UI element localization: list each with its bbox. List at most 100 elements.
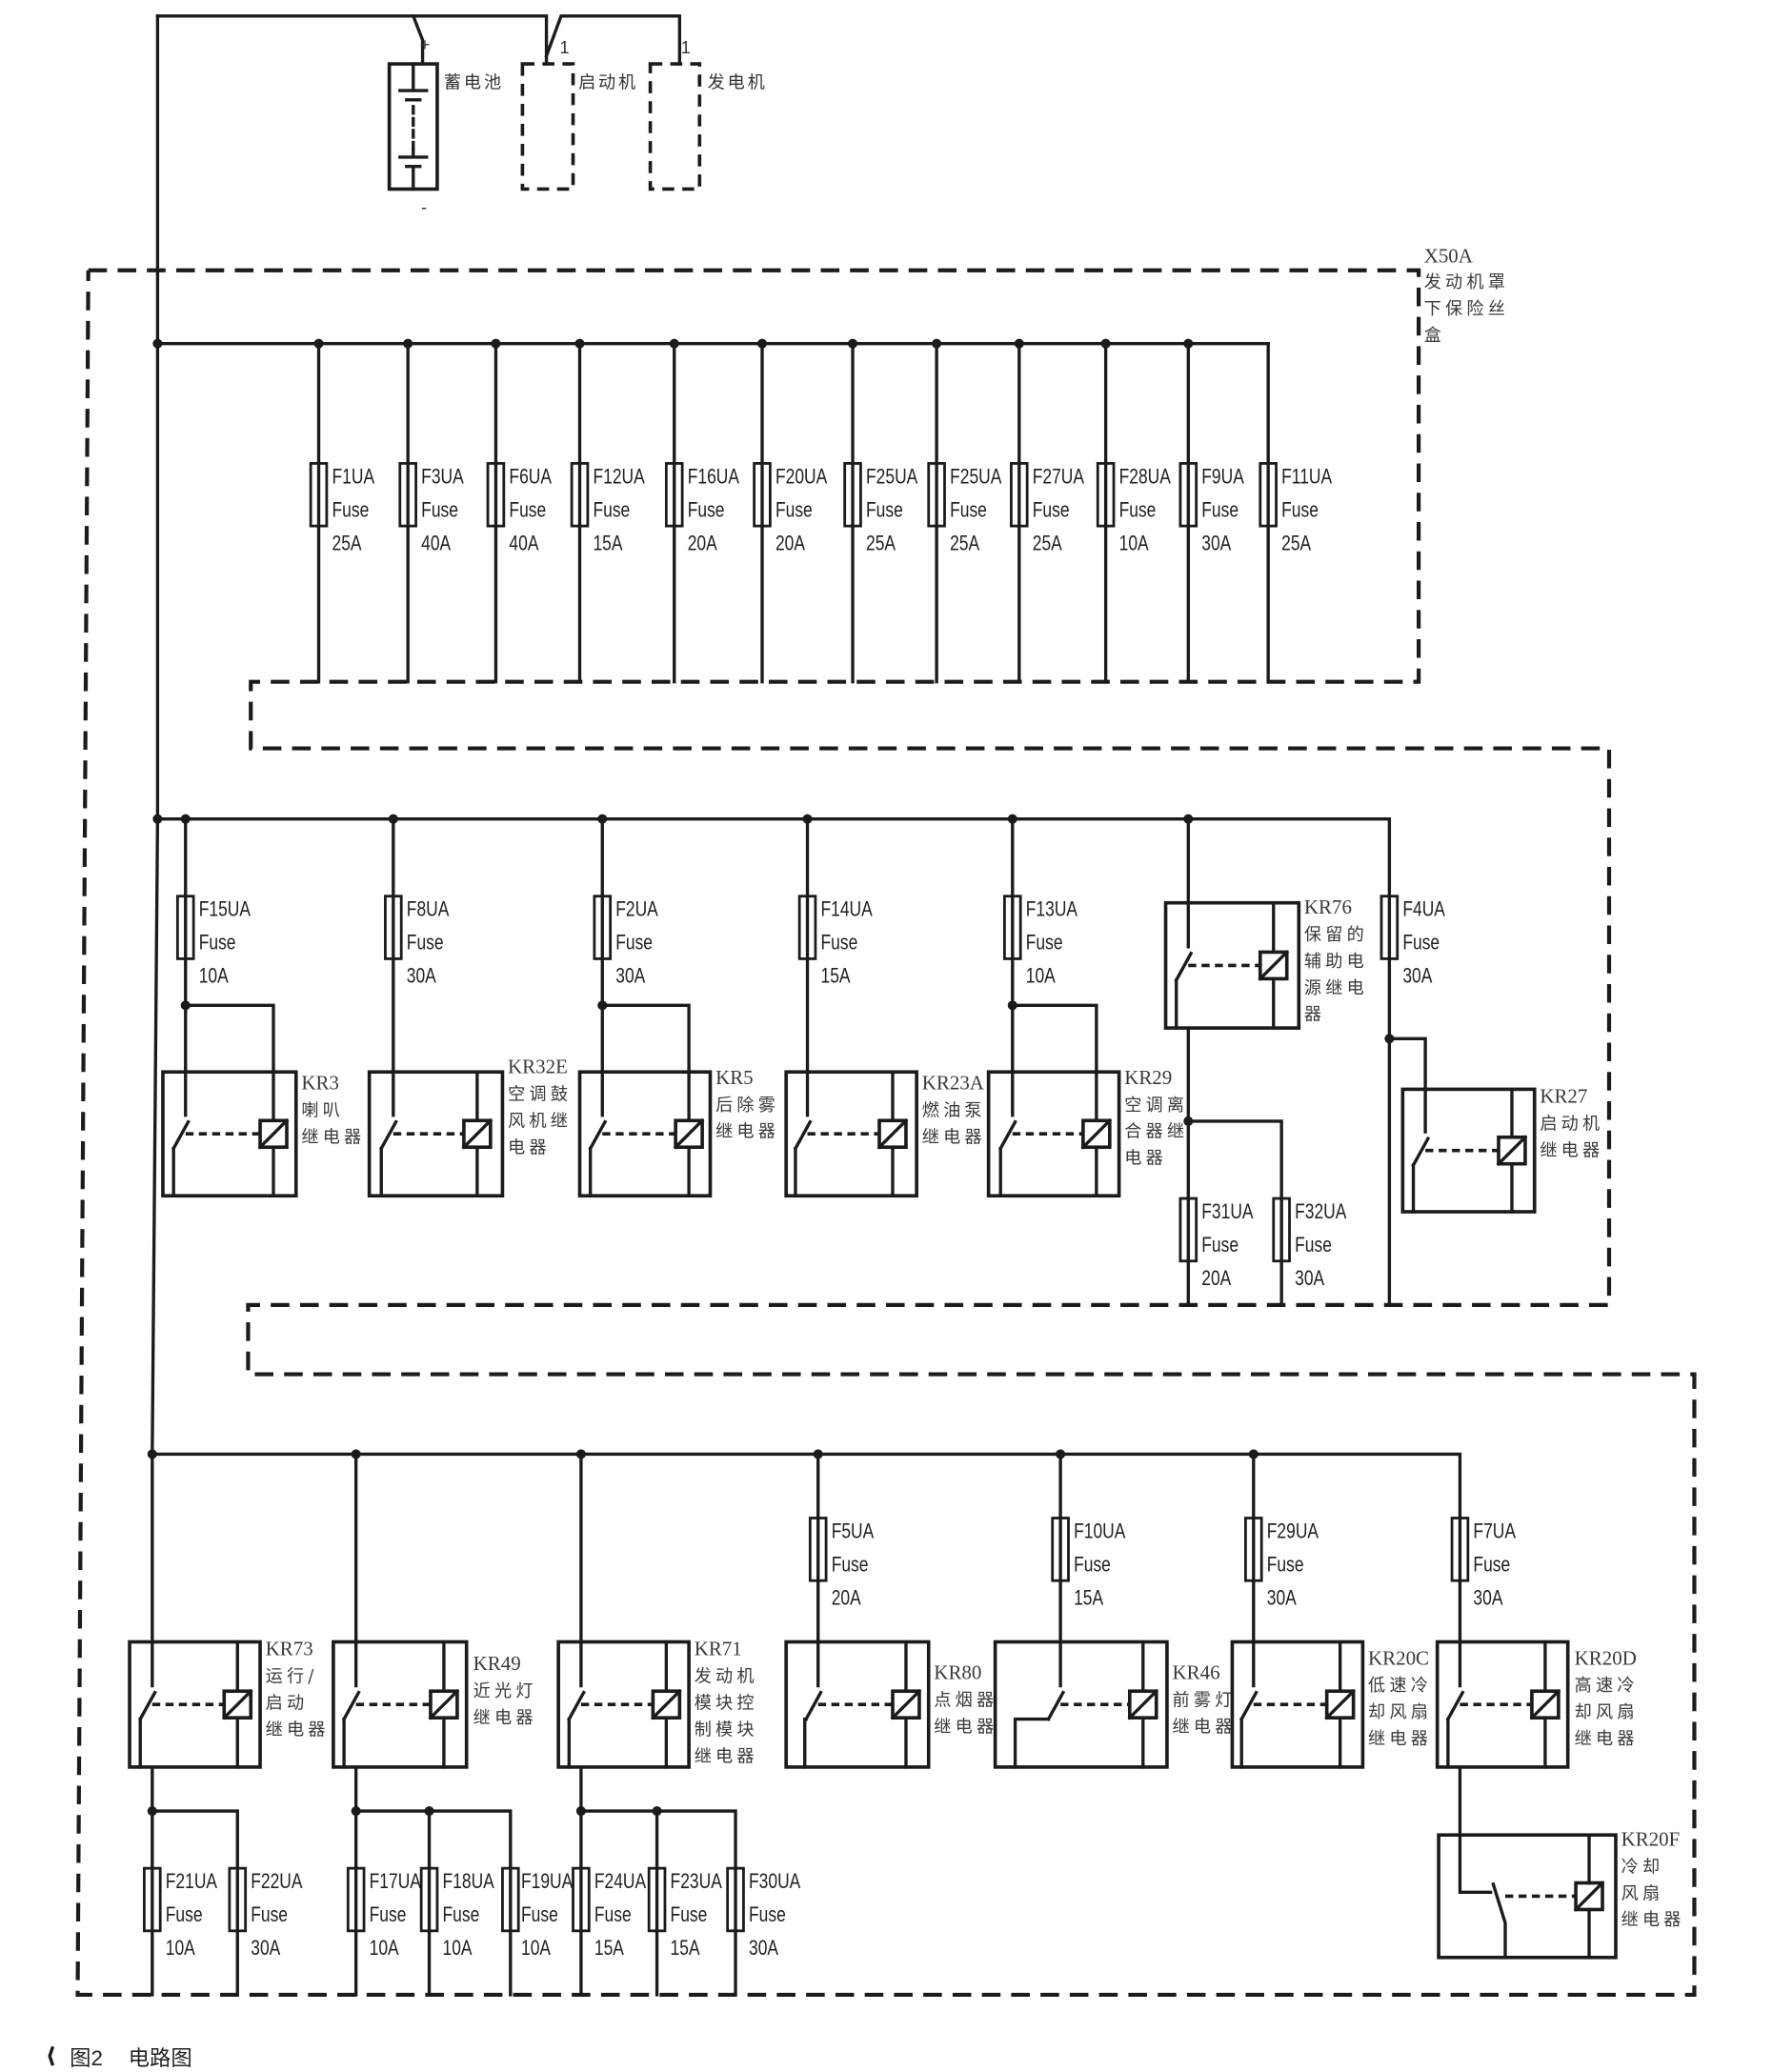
relay-name-line: 继电器	[715, 1122, 779, 1142]
relay-coil-diagonal	[1496, 1135, 1528, 1167]
relay-housing	[1437, 1833, 1618, 1960]
relay-coil	[462, 1118, 493, 1150]
fuse-rating: 10A	[166, 1937, 196, 1961]
relay-housing	[332, 1639, 469, 1769]
relay-housing	[1230, 1639, 1365, 1769]
junction-dot	[424, 1805, 434, 1817]
fuse-rating: 25A	[866, 532, 896, 555]
relay-switch-contact	[793, 1070, 813, 1197]
junction-dot	[1183, 1116, 1194, 1126]
fuse-type: Fuse	[1402, 932, 1440, 956]
junction-dot	[813, 1449, 823, 1459]
relay-housing	[367, 1070, 505, 1198]
relay-name-line: 风扇	[1621, 1883, 1664, 1903]
fuse-name: F23UA	[671, 1870, 723, 1894]
relay-id: KR20C	[1368, 1646, 1429, 1669]
fuse-type: Fuse	[775, 498, 813, 522]
relay-name-line: 制模块	[695, 1720, 758, 1740]
fuse-name: F25UA	[866, 465, 918, 489]
fuse-type: Fuse	[1033, 498, 1070, 522]
fuse-box-name-line: 发动机罩	[1424, 272, 1509, 292]
starter-terminal: 1	[560, 38, 570, 57]
fuse-type: Fuse	[1473, 1553, 1510, 1577]
fuse-name: F11UA	[1281, 465, 1333, 489]
fuse-rating: 10A	[1119, 532, 1150, 555]
relay-coil	[222, 1689, 253, 1720]
junction-dot	[932, 338, 942, 349]
relay-name-line: 辅助电	[1304, 952, 1368, 972]
generator-terminal: 1	[681, 38, 691, 57]
fuse-rating: 30A	[1295, 1267, 1325, 1291]
relay-switch-contact	[1174, 901, 1194, 1030]
relay-coil-diagonal	[428, 1688, 460, 1720]
junction-dot	[1007, 1000, 1017, 1011]
fuse-rating: 25A	[1033, 532, 1063, 555]
relay-switch-contact	[803, 1639, 823, 1769]
fuse-rating: 30A	[407, 965, 437, 989]
relay-id: KR76	[1304, 895, 1352, 918]
relay-name-line: 后除雾	[715, 1096, 779, 1116]
fuse-type: Fuse	[1281, 498, 1319, 522]
relay-coil-diagonal	[1127, 1688, 1159, 1720]
fuse-type: Fuse	[593, 498, 630, 522]
relay-name-line: 冷却	[1621, 1857, 1664, 1877]
fuse-name: F32UA	[1295, 1200, 1347, 1224]
battery-positive-mark: +	[420, 35, 431, 54]
fuse-rating: 10A	[1026, 965, 1057, 989]
row2-bus	[155, 816, 1392, 1307]
row3-bus	[151, 1452, 1462, 1644]
fuse-rating: 15A	[594, 1937, 625, 1961]
junction-dot	[652, 1805, 662, 1817]
fuse-type: Fuse	[199, 932, 236, 956]
relay-id: KR20F	[1621, 1827, 1681, 1850]
fuse-name: F13UA	[1026, 898, 1078, 922]
fuse-name: F20UA	[775, 465, 828, 489]
junction-dot	[152, 338, 163, 349]
fuse-type: Fuse	[509, 498, 546, 522]
starter-label: 启动机	[578, 72, 638, 92]
junction-dot	[597, 814, 608, 824]
relay-name-line: 电器	[508, 1138, 551, 1158]
junction-dot	[574, 338, 585, 349]
battery-negative-mark: -	[421, 198, 427, 217]
junction-dot	[669, 338, 679, 349]
relay-housing	[993, 1639, 1169, 1769]
fuse-type: Fuse	[950, 498, 987, 522]
fuse-name: F8UA	[407, 898, 450, 922]
relay-coil	[651, 1689, 682, 1720]
fuse-rating: 15A	[593, 532, 623, 555]
relay-name-line: 继电器	[1540, 1140, 1603, 1160]
junction-dot	[147, 1805, 157, 1817]
relay-name-line: 继电器	[1575, 1729, 1639, 1749]
fuse-rating: 30A	[615, 965, 646, 989]
relay-switch-contact	[378, 1070, 398, 1197]
relay-name-line: 电器	[1124, 1149, 1167, 1169]
junction-dot	[351, 1449, 361, 1459]
relay-coil-diagonal	[221, 1688, 253, 1720]
relay-switch-contact	[1238, 1639, 1259, 1769]
fuse-name: F30UA	[749, 1870, 801, 1894]
fuse-name: F1UA	[332, 465, 375, 489]
relay-name-line: 继电器	[922, 1127, 986, 1147]
relay-name-line: 继电器	[695, 1746, 758, 1766]
fuse-type: Fuse	[370, 1903, 407, 1927]
battery: + - 蓄电池	[387, 35, 501, 217]
fuse-type: Fuse	[832, 1553, 869, 1577]
relay-coil	[1497, 1135, 1527, 1166]
relay-name-line: 模块控	[695, 1693, 758, 1713]
